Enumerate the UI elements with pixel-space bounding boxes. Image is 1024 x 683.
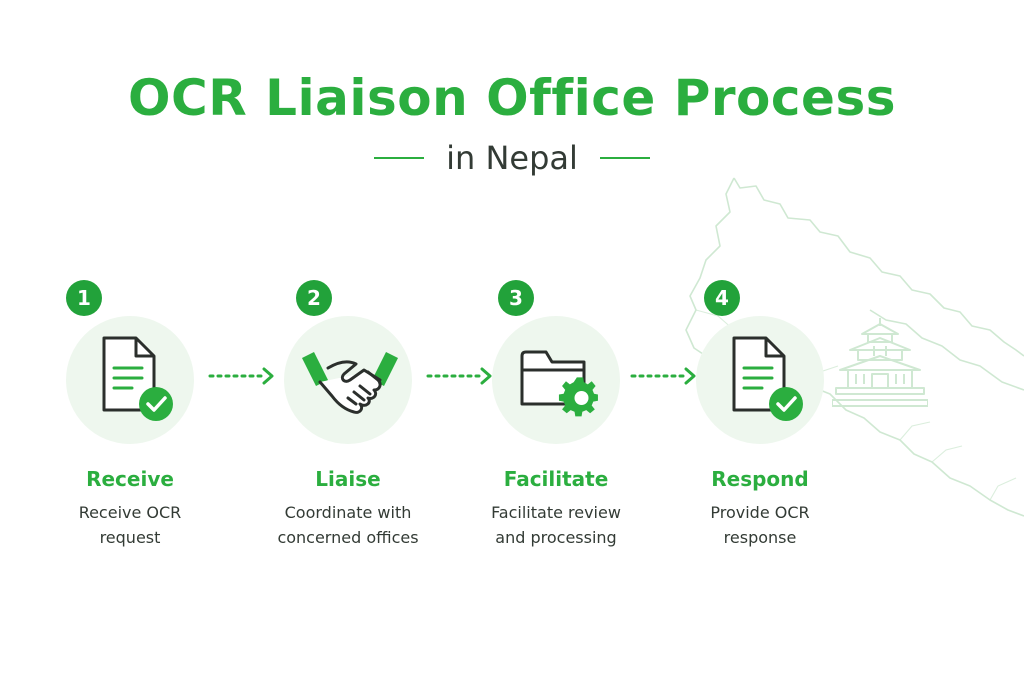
folder-gear-icon: [520, 350, 598, 417]
subtitle-divider-right: [599, 157, 650, 159]
flow-arrow: [208, 367, 274, 385]
flow-arrow: [426, 367, 492, 385]
subtitle-row: in Nepal: [0, 136, 1024, 180]
subtitle-divider-left: [374, 157, 425, 159]
step-title: Respond: [711, 467, 809, 491]
page-subtitle: in Nepal: [446, 139, 578, 177]
step-title: Receive: [86, 467, 174, 491]
step-number-badge: 1: [66, 280, 102, 316]
handshake-icon: [302, 352, 398, 414]
step-number-badge: 2: [296, 280, 332, 316]
document-check-icon: [102, 336, 173, 421]
step-number-badge: 3: [498, 280, 534, 316]
pagoda-temple-icon: [832, 318, 928, 407]
flow-arrow: [630, 367, 696, 385]
page-title: OCR Liaison Office Process: [128, 69, 896, 127]
document-check-icon: [732, 336, 803, 421]
step-title: Liaise: [315, 467, 381, 491]
step-title: Facilitate: [503, 467, 609, 491]
step-number-badge: 4: [704, 280, 740, 316]
